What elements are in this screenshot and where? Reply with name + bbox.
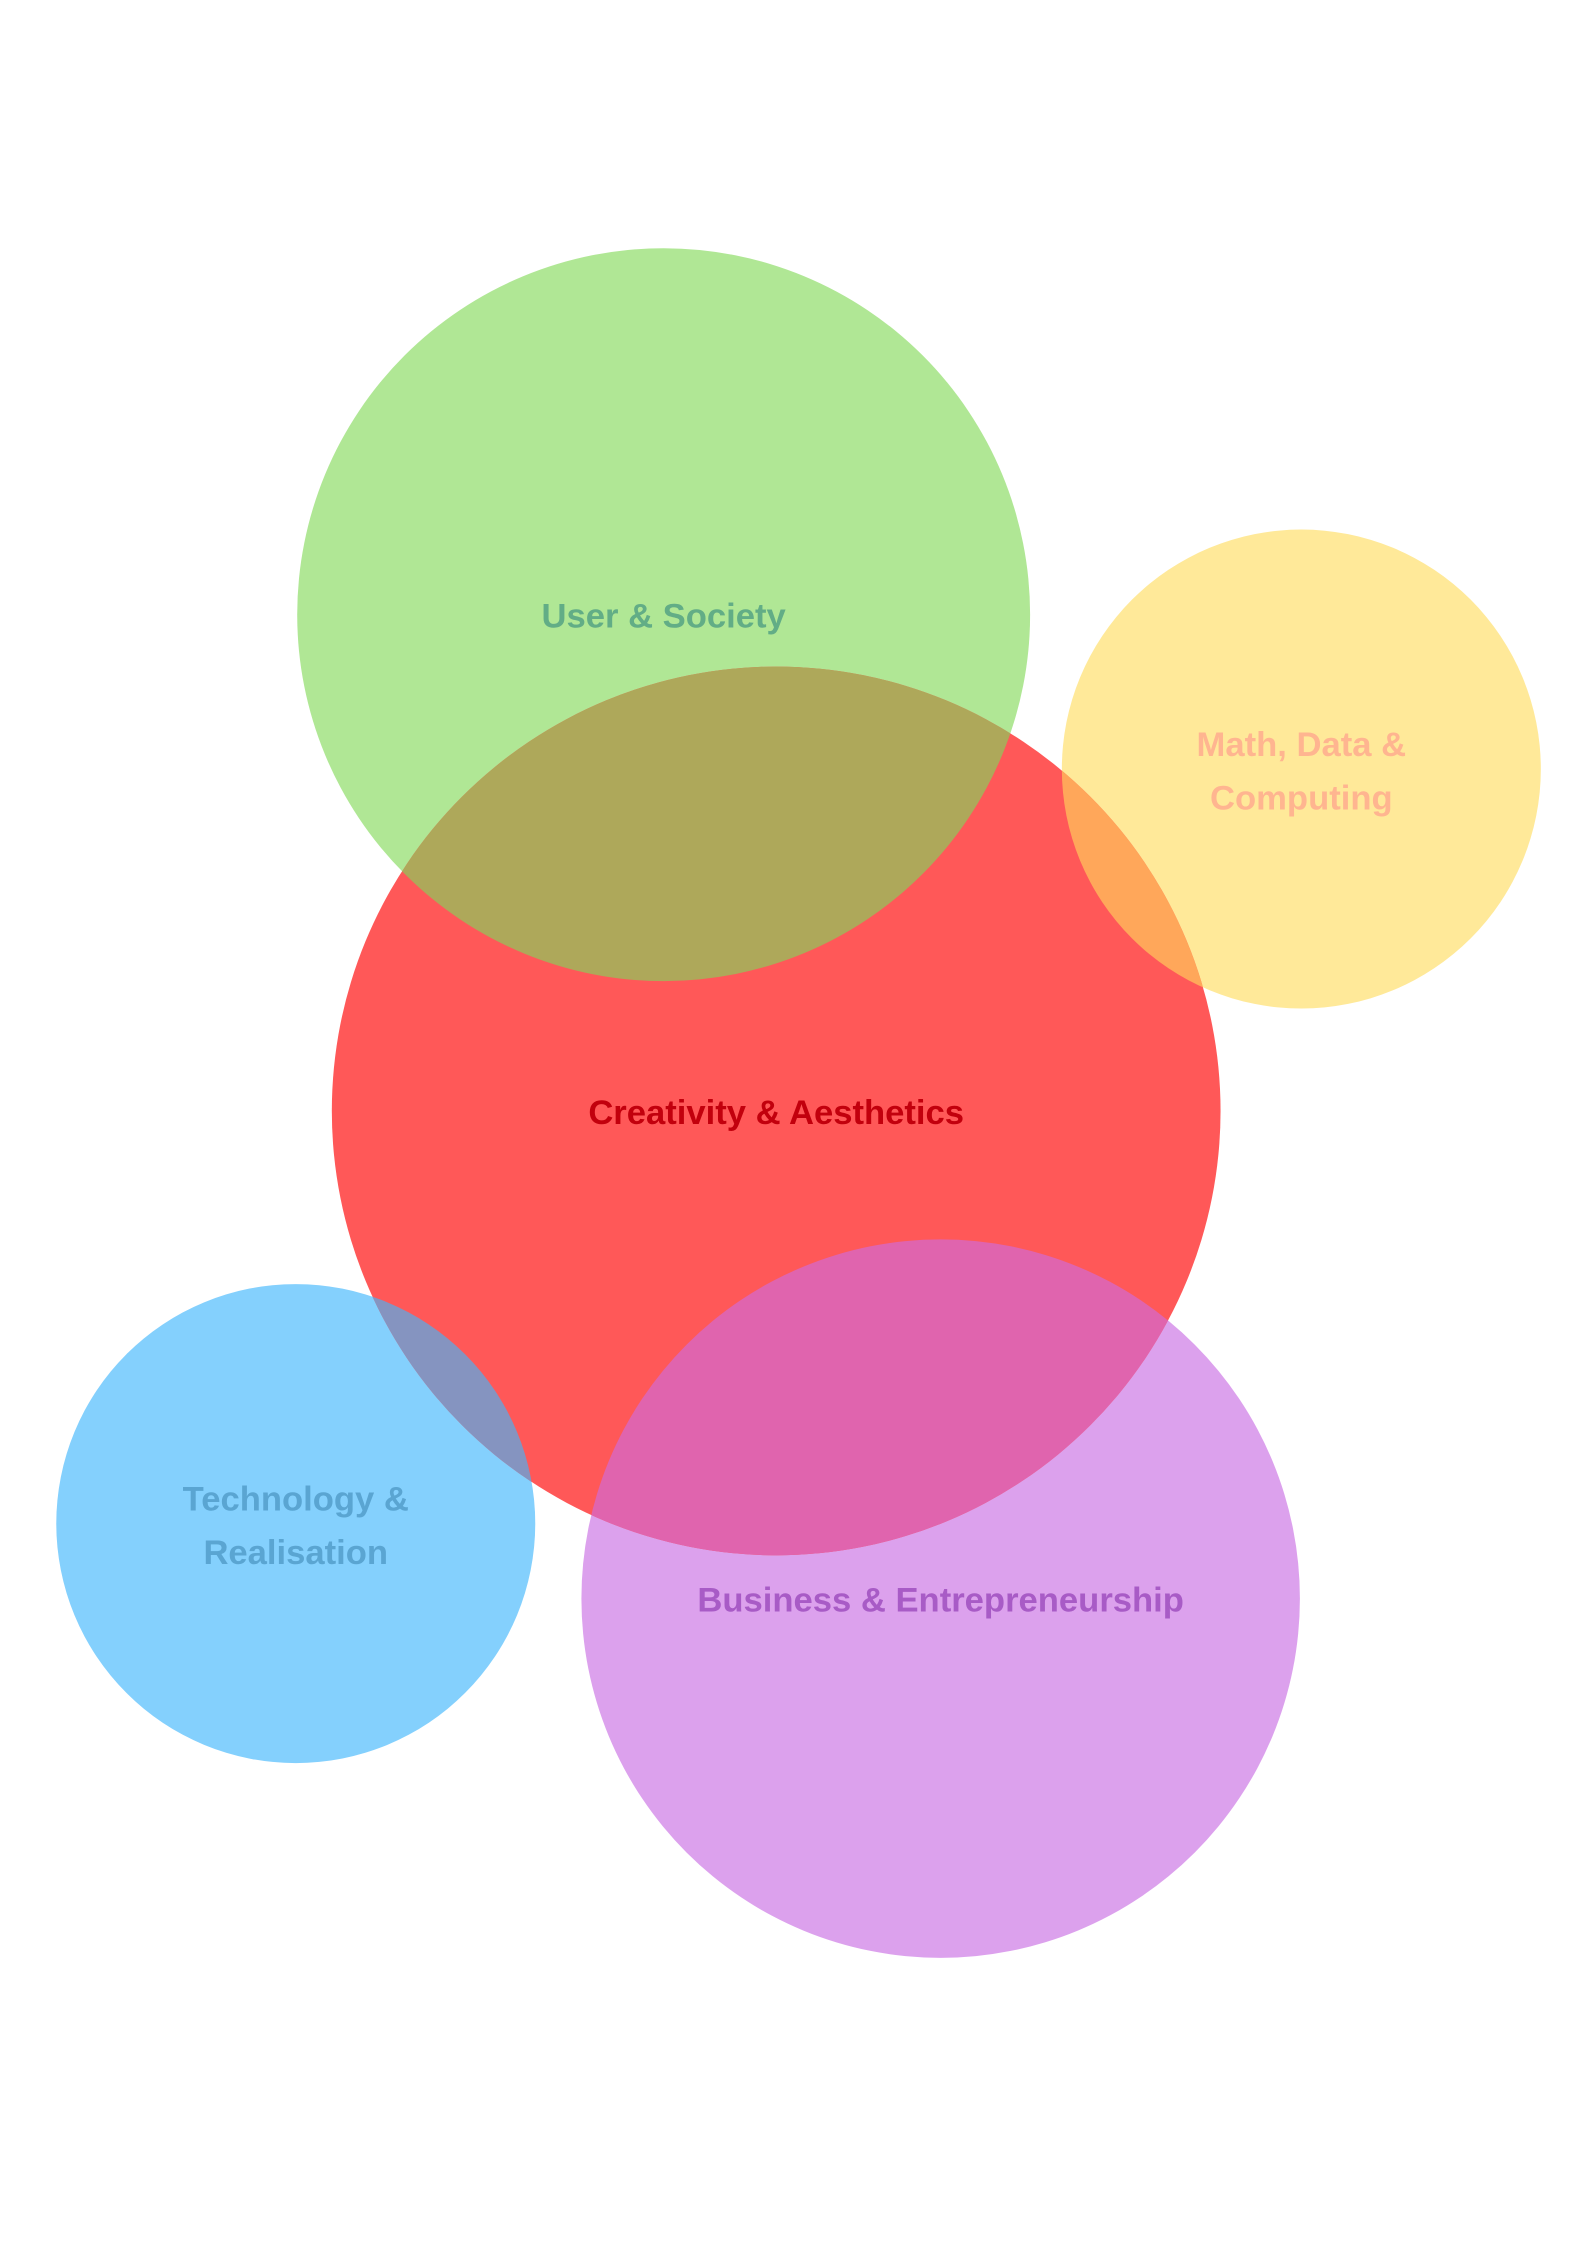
label-tech-line1: Technology & — [183, 1481, 409, 1519]
overlap-user-creativity — [331, 666, 1031, 982]
label-tech-line2: Realisation — [203, 1534, 388, 1572]
label-user-society: User & Society — [542, 598, 787, 636]
circle-math-data-computing — [1061, 529, 1541, 1009]
label-math-line2: Computing — [1210, 779, 1393, 817]
label-math-line1: Math, Data & — [1197, 726, 1407, 764]
circle-technology-realisation — [56, 1284, 536, 1764]
label-creativity-aesthetics: Creativity & Aesthetics — [588, 1094, 964, 1132]
label-business-entrepreneurship: Business & Entrepreneurship — [697, 1582, 1184, 1620]
